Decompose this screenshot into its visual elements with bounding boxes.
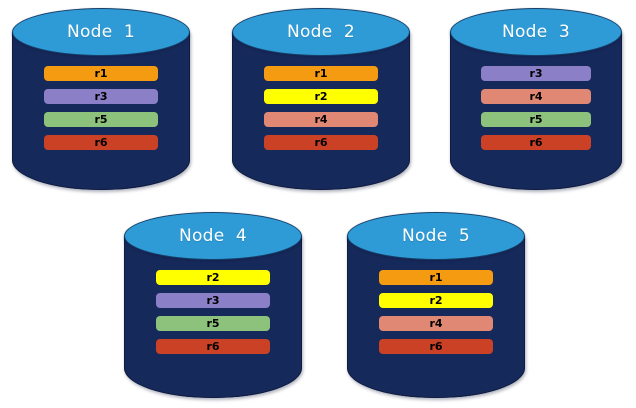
- node-label: Node 4: [178, 226, 248, 246]
- replica-list: r2 r3 r5 r6: [124, 270, 302, 354]
- node-top-ellipse: [232, 8, 410, 56]
- replica-bar[interactable]: r1: [44, 66, 158, 81]
- replica-bar[interactable]: r5: [156, 316, 270, 331]
- node-label: Node 1: [66, 22, 136, 42]
- replica-bar[interactable]: r6: [480, 135, 592, 150]
- replica-bar[interactable]: r6: [264, 135, 378, 150]
- replica-bar[interactable]: r2: [379, 293, 493, 308]
- replica-bar[interactable]: r6: [44, 135, 158, 150]
- replica-bar[interactable]: r5: [44, 112, 158, 127]
- node-top-ellipse: [12, 8, 190, 56]
- replica-list: r1 r2 r4 r6: [347, 270, 525, 354]
- node-body: [232, 32, 410, 190]
- node-cylinder-4[interactable]: Node 4 r2 r3 r5 r6: [124, 212, 302, 398]
- replica-bar[interactable]: r4: [264, 112, 378, 127]
- replica-bar[interactable]: r2: [264, 89, 378, 104]
- replica-list: r1 r2 r4 r6: [232, 66, 410, 150]
- replica-bar[interactable]: r2: [156, 270, 270, 285]
- node-top-ellipse: [347, 212, 525, 260]
- node-label: Node 3: [501, 22, 571, 42]
- node-body: [12, 32, 190, 190]
- replica-bar[interactable]: r6: [379, 339, 493, 354]
- replica-bar[interactable]: r6: [156, 339, 270, 354]
- node-cylinder-5[interactable]: Node 5 r1 r2 r4 r6: [347, 212, 525, 398]
- node-cylinder-3[interactable]: Node 3 r3 r4 r5 r6: [450, 8, 622, 190]
- replica-list: r1 r3 r5 r6: [12, 66, 190, 150]
- replica-bar[interactable]: r4: [480, 89, 592, 104]
- node-cylinder-1[interactable]: Node 1 r1 r3 r5 r6: [12, 8, 190, 190]
- node-top-ellipse: [124, 212, 302, 260]
- node-label: Node 2: [286, 22, 356, 42]
- node-cylinder-2[interactable]: Node 2 r1 r2 r4 r6: [232, 8, 410, 190]
- node-top-ellipse: [450, 8, 622, 56]
- replica-list: r3 r4 r5 r6: [450, 66, 622, 150]
- replica-bar[interactable]: r4: [379, 316, 493, 331]
- node-body: [450, 32, 622, 190]
- replica-bar[interactable]: r3: [156, 293, 270, 308]
- replica-bar[interactable]: r5: [480, 112, 592, 127]
- replica-bar[interactable]: r1: [379, 270, 493, 285]
- replica-bar[interactable]: r3: [44, 89, 158, 104]
- replica-bar[interactable]: r3: [480, 66, 592, 81]
- node-label: Node 5: [401, 226, 471, 246]
- replica-bar[interactable]: r1: [264, 66, 378, 81]
